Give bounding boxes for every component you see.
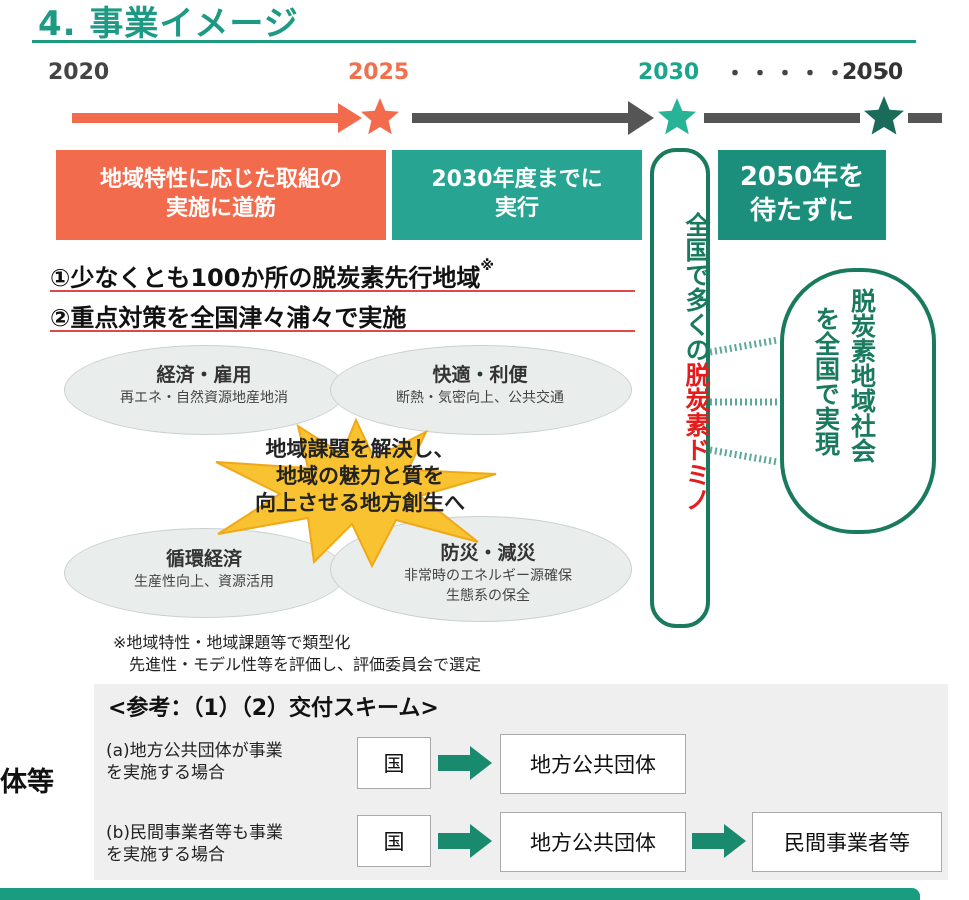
- scheme-a-country-box: 国: [357, 737, 431, 789]
- bottom-bar: [0, 888, 920, 900]
- scheme-label-line: を実施する場合: [106, 845, 225, 866]
- page-title: 4. 事業イメージ: [38, 4, 299, 44]
- scheme-label-line: (b)民間事業者等も事業: [106, 823, 284, 843]
- burst-line: 向上させる地方創生へ: [255, 490, 465, 515]
- heading-underline: [50, 290, 635, 292]
- ellipse-circular: [64, 528, 346, 618]
- ellipse-disaster-text: 防災・減災 非常時のエネルギー源確保 生態系の保全: [346, 538, 630, 605]
- connector-lines: [709, 336, 779, 466]
- timeline-arrow-dark: [412, 101, 654, 135]
- arrow-icon: [692, 824, 746, 858]
- burst-line: 地域の魅力と質を: [276, 463, 444, 488]
- heading-text: ①少なくとも100か所の脱炭素先行地域: [50, 264, 481, 292]
- heading-underline: [50, 330, 635, 332]
- ellipse-title: 快適・利便: [432, 364, 528, 386]
- title-underline: [32, 40, 916, 43]
- bubble-2050: 2050年を待たずに: [718, 150, 886, 240]
- domino-pill: [650, 148, 710, 628]
- scheme-b-private-box: 民間事業者等: [752, 812, 942, 872]
- ellipse-subtitle: 再エネ・自然資源地産地消: [120, 390, 288, 406]
- scheme-label-line: (a)地方公共団体が事業: [106, 741, 283, 761]
- bubble-line: 実行: [494, 196, 539, 221]
- bubble-2020-2025: 地域特性に応じた取組の実施に道筋: [56, 150, 386, 240]
- star-2050-icon: [864, 96, 904, 135]
- timeline-arrow-orange: [72, 103, 362, 133]
- society-text-col1: 脱炭素地域社会: [847, 288, 877, 463]
- scheme-a-label: (a)地方公共団体が事業 を実施する場合: [106, 740, 283, 784]
- ellipse-subtitle: 非常時のエネルギー源確保: [404, 568, 572, 584]
- side-label: 体等: [0, 767, 54, 798]
- year-2030-label: 2030: [638, 60, 700, 85]
- ellipse-subtitle: 生態系の保全: [446, 588, 530, 604]
- note-line: ※地域特性・地域課題等で類型化: [113, 633, 351, 652]
- year-2025-label: 2025: [348, 60, 410, 85]
- bubble-line: 待たずに: [749, 196, 854, 226]
- ellipse-comfort-text: 快適・利便 断熱・気密向上、公共交通: [330, 360, 630, 407]
- domino-text-part1: 全国で多くの: [682, 212, 711, 362]
- scheme-a-local-gov-box: 地方公共団体: [500, 734, 686, 794]
- society-pill: [780, 268, 936, 534]
- ellipse-economy-text: 経済・雇用 再エネ・自然資源地産地消: [64, 360, 344, 407]
- reference-title: <参考：（1）（2）交付スキーム>: [108, 696, 439, 721]
- domino-text: 全国で多くの脱炭素ドミノ: [650, 212, 711, 512]
- ellipse-subtitle: 断熱・気密向上、公共交通: [396, 390, 564, 406]
- burst-text: 地域課題を解決し、 地域の魅力と質を 向上させる地方創生へ: [200, 436, 520, 517]
- scheme-label-line: を実施する場合: [106, 763, 225, 784]
- arrow-icon: [438, 746, 492, 780]
- ellipse-comfort: [330, 345, 632, 435]
- scheme-b-country-box: 国: [357, 815, 431, 867]
- year-2020-label: 2020: [48, 60, 110, 85]
- footnote-mark: ※: [480, 258, 495, 274]
- bubble-line: 2050年を: [739, 162, 865, 193]
- timeline-graphic: [72, 96, 942, 135]
- bubble-line: 2030年度までに: [431, 167, 603, 193]
- year-2050-label: 2050: [842, 60, 904, 85]
- bubble-line: 地域特性に応じた取組の: [99, 167, 342, 193]
- ellipse-title: 防災・減災: [440, 542, 536, 564]
- ellipse-title: 経済・雇用: [156, 364, 252, 386]
- society-text-col2: を全国で実現: [811, 306, 841, 456]
- selection-note: ※地域特性・地域課題等で類型化 先進性・モデル性等を評価し、評価委員会で選定: [113, 632, 481, 675]
- note-line: 先進性・モデル性等を評価し、評価委員会で選定: [113, 654, 482, 674]
- heading-priority-measures: ②重点対策を全国津々浦々で実施: [50, 304, 407, 332]
- timeline-dots: ・・・・・・・: [724, 62, 900, 87]
- scheme-b-label: (b)民間事業者等も事業 を実施する場合: [106, 822, 283, 866]
- burst-line: 地域課題を解決し、: [265, 437, 455, 461]
- heading-leading-regions: ①少なくとも100か所の脱炭素先行地域※: [50, 258, 494, 293]
- timeline-line-right: [704, 113, 942, 123]
- ellipse-circular-text: 循環経済 生産性向上、資源活用: [64, 544, 344, 591]
- scheme-b-local-gov-box: 地方公共団体: [500, 812, 686, 872]
- bubble-2025-2030: 2030年度までに実行: [392, 150, 642, 240]
- star-2030-icon: [658, 98, 696, 135]
- arrow-icon: [438, 824, 492, 858]
- bubble-line: 実施に道筋: [165, 196, 276, 221]
- ellipse-title: 循環経済: [165, 548, 242, 570]
- domino-text-part2: 脱炭素ドミノ: [682, 362, 711, 512]
- star-2025-icon: [361, 98, 399, 135]
- burst-icon: [215, 417, 497, 569]
- ellipse-subtitle: 生産性向上、資源活用: [134, 574, 274, 590]
